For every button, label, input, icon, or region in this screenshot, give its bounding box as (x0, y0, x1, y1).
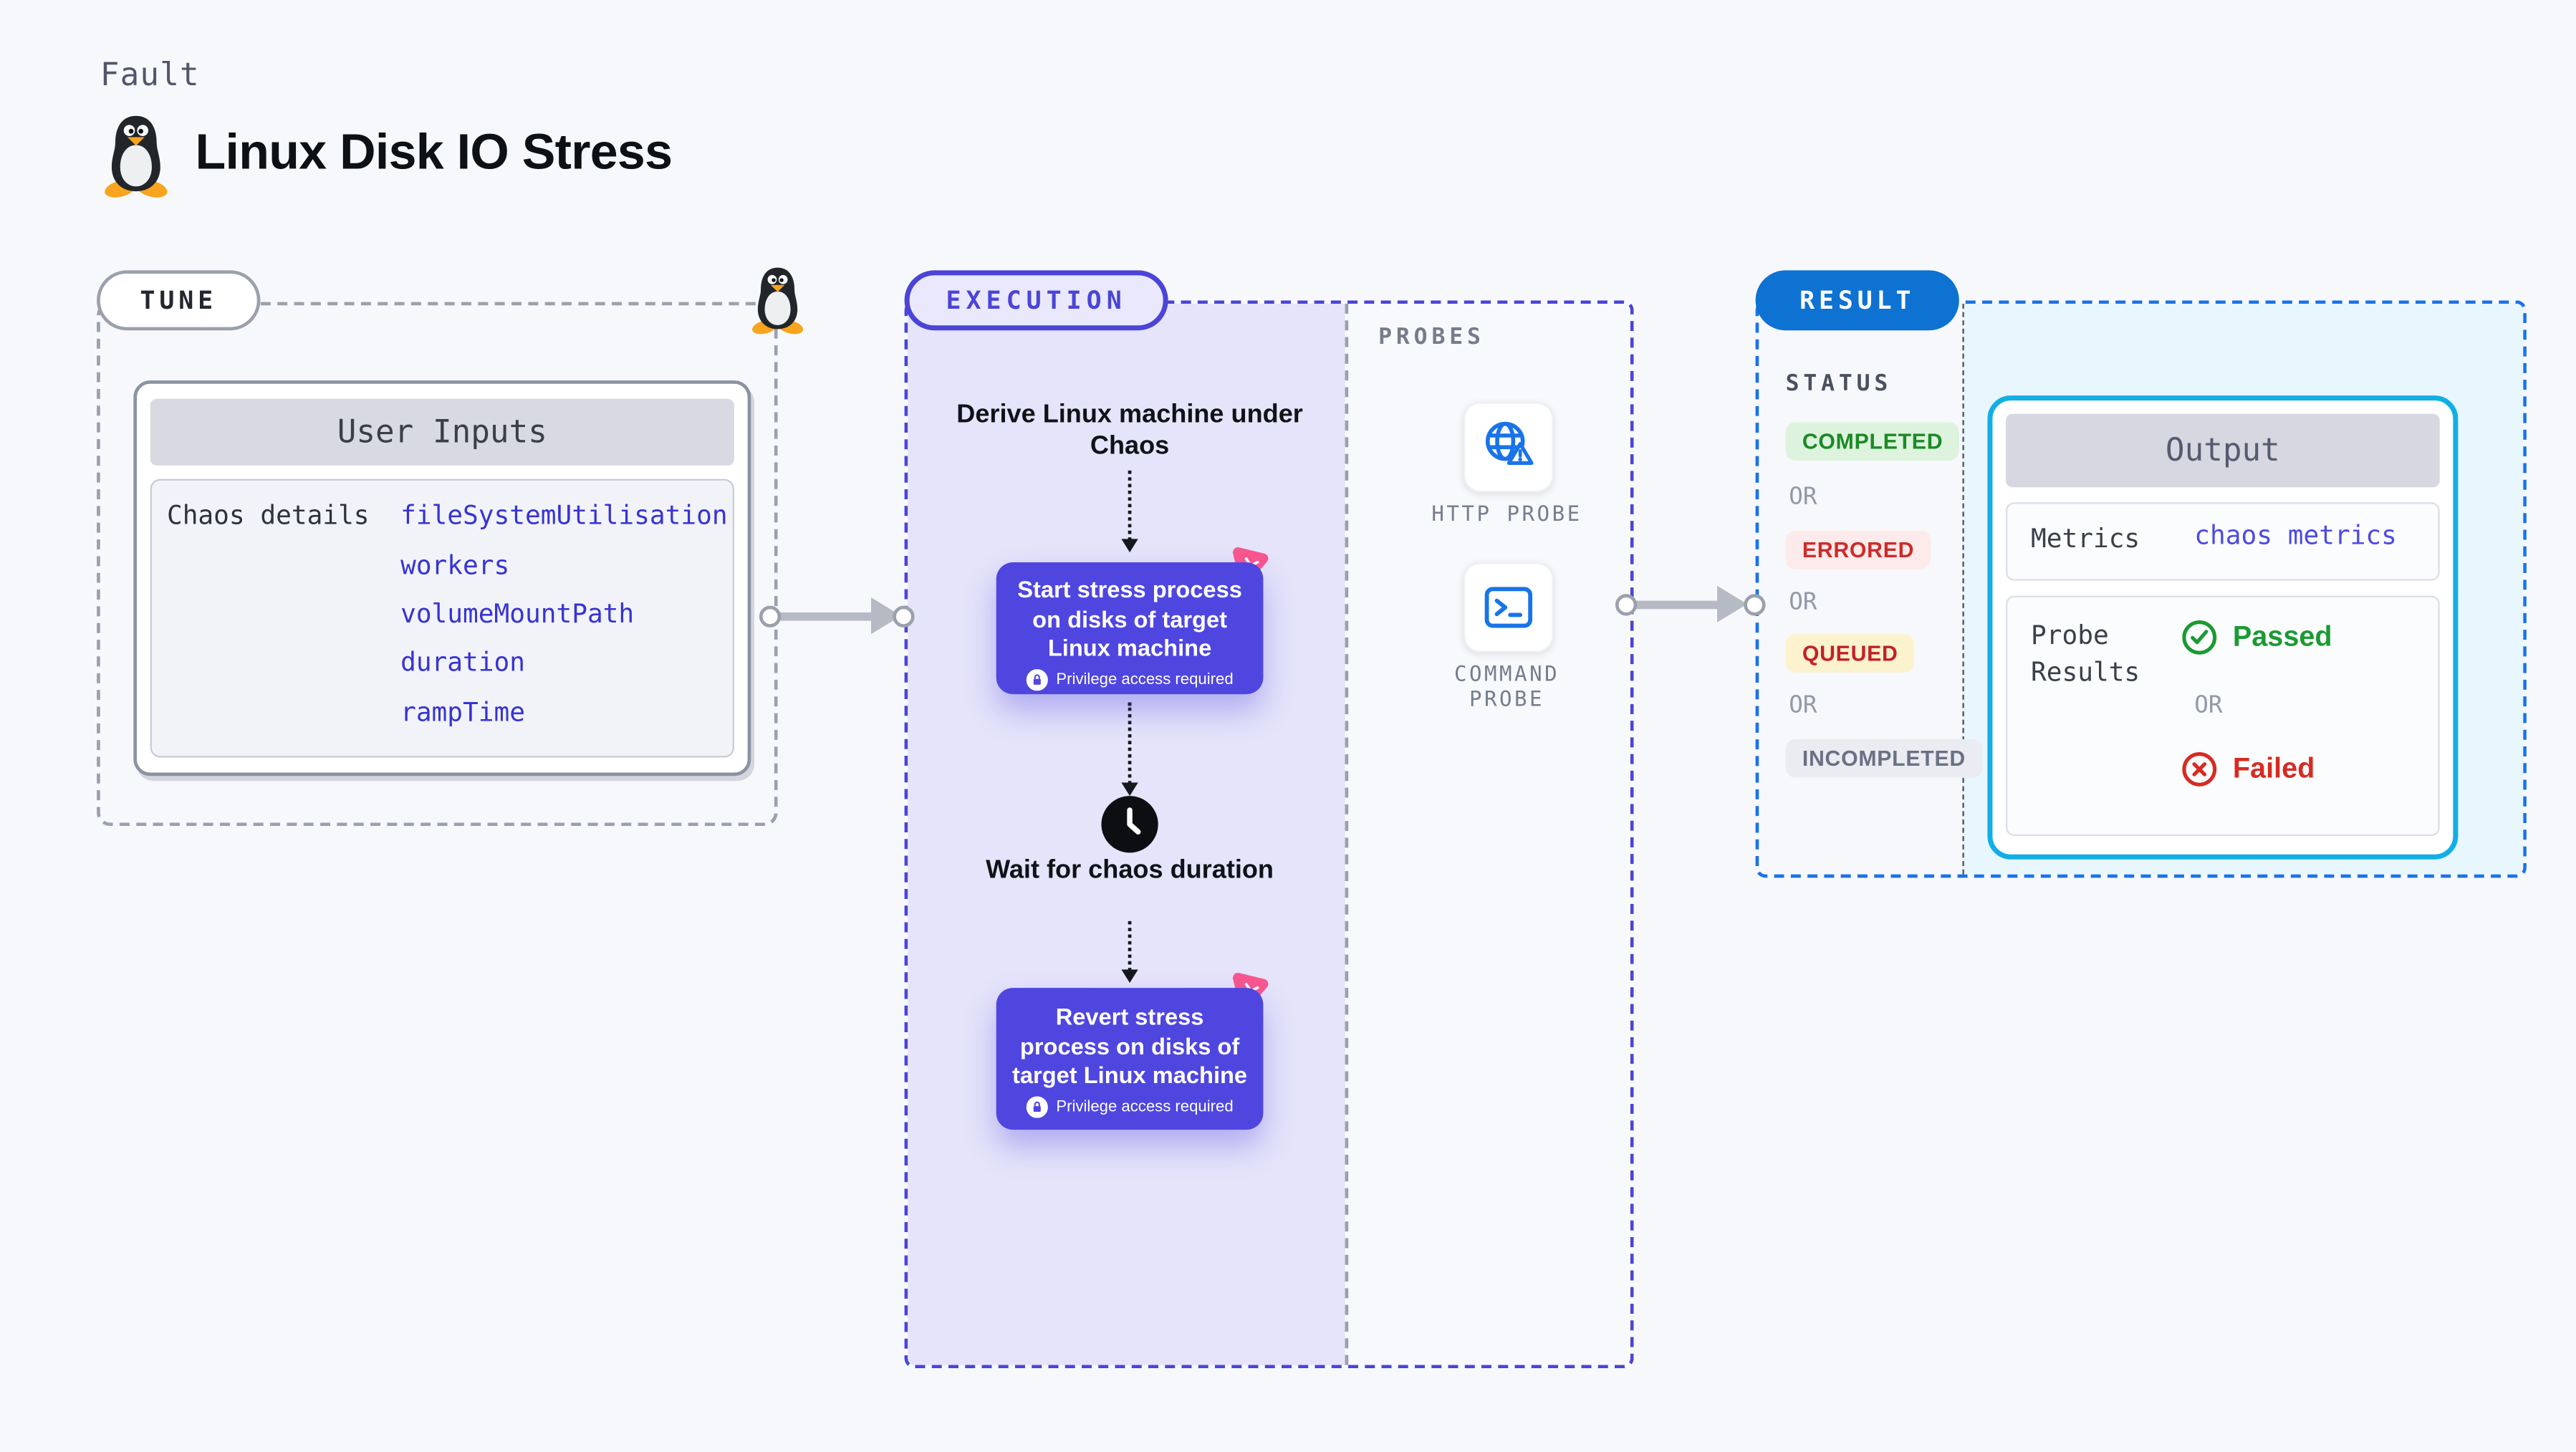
flow-arrowhead (1121, 782, 1138, 797)
globe-alert-icon (1479, 417, 1539, 477)
status-badge-completed: COMPLETED (1785, 422, 1960, 461)
connector-start-dot (1615, 594, 1638, 616)
start-stress-title: Start stress process on disks of target … (1017, 575, 1242, 661)
or-label: OR (1789, 589, 1817, 616)
status-badge-errored: ERRORED (1785, 530, 1931, 569)
start-stress-node: Start stress process on disks of target … (996, 562, 1264, 695)
clock-icon (1100, 794, 1160, 855)
flow-arrowhead (1121, 969, 1138, 984)
connector-line (777, 612, 878, 621)
user-inputs-card: User Inputs Chaos details fileSystemUtil… (133, 380, 751, 777)
command-probe-card (1463, 562, 1554, 653)
metrics-label: Metrics (2031, 524, 2140, 554)
input-value: rampTime (400, 697, 525, 728)
input-value: duration (400, 647, 525, 678)
failed-verdict: Failed (2181, 751, 2315, 787)
metrics-row: Metrics chaos metrics (2006, 502, 2440, 581)
probes-divider (1345, 303, 1349, 1365)
input-value: volumeMountPath (400, 599, 635, 630)
tux-penguin-icon (97, 113, 175, 198)
user-inputs-header: User Inputs (150, 398, 734, 466)
status-badge-incompleted: INCOMPLETED (1785, 739, 1983, 778)
flow-arrowhead (1121, 539, 1138, 553)
probe-results-label: Probe Results (2031, 620, 2140, 688)
probes-heading: PROBES (1378, 323, 1485, 351)
or-label: OR (1789, 484, 1817, 511)
command-probe-label: COMMAND PROBE (1453, 660, 1560, 711)
passed-label: Passed (2232, 620, 2332, 653)
status-heading: STATUS (1785, 370, 1893, 398)
connector-end-dot (1744, 594, 1766, 616)
chaos-details-label: Chaos details (166, 500, 370, 531)
metrics-value: chaos metrics (2194, 520, 2397, 551)
connector-arrowhead (1717, 585, 1747, 622)
passed-verdict: Passed (2181, 619, 2332, 655)
result-pill: RESULT (1755, 270, 1959, 331)
terminal-icon (1479, 577, 1539, 638)
revert-stress-title: Revert stress process on disks of target… (1012, 1003, 1248, 1088)
http-probe-label: HTTP PROBE (1431, 500, 1582, 526)
privilege-badge-label: Privilege access required (1056, 1097, 1234, 1116)
lock-icon (1026, 1095, 1047, 1117)
check-circle-icon (2181, 619, 2218, 655)
input-value: workers (400, 550, 510, 581)
privilege-badge-label: Privilege access required (1056, 670, 1234, 688)
privilege-badge: Privilege access required (996, 668, 1264, 690)
user-inputs-body (150, 479, 734, 758)
flow-arrow (1128, 702, 1132, 784)
x-circle-icon (2181, 751, 2218, 787)
execution-pill: EXECUTION (904, 270, 1168, 331)
http-probe-card (1463, 402, 1554, 493)
privilege-badge: Privilege access required (996, 1095, 1264, 1117)
result-divider (1962, 303, 1964, 875)
execution-section-box (904, 300, 1634, 1369)
failed-label: Failed (2232, 752, 2315, 784)
tune-pill: TUNE (97, 270, 261, 331)
probe-results-row: Probe Results Passed OR Failed (2006, 595, 2440, 837)
output-card: Output Metrics chaos metrics Probe Resul… (1987, 395, 2459, 860)
wait-label: Wait for chaos duration (986, 856, 1274, 885)
revert-stress-node: Revert stress process on disks of target… (996, 988, 1264, 1130)
tux-penguin-icon-small (746, 265, 809, 335)
status-badge-queued: QUEUED (1785, 634, 1915, 673)
or-label: OR (1789, 692, 1817, 720)
output-header: Output (2006, 413, 2440, 488)
input-value: fileSystemUtilisation (400, 500, 728, 531)
connector-start-dot (759, 605, 782, 628)
page-title: Linux Disk IO Stress (195, 125, 673, 181)
derive-heading: Derive Linux machine under Chaos (956, 400, 1303, 461)
connector-line (1633, 600, 1724, 610)
tune-section-box (97, 302, 778, 827)
flow-arrow (1128, 920, 1132, 971)
lock-icon (1026, 668, 1047, 690)
connector-end-dot (893, 605, 915, 628)
fault-eyebrow: Fault (100, 57, 200, 94)
flow-arrow (1128, 470, 1132, 541)
or-label: OR (2194, 692, 2223, 720)
